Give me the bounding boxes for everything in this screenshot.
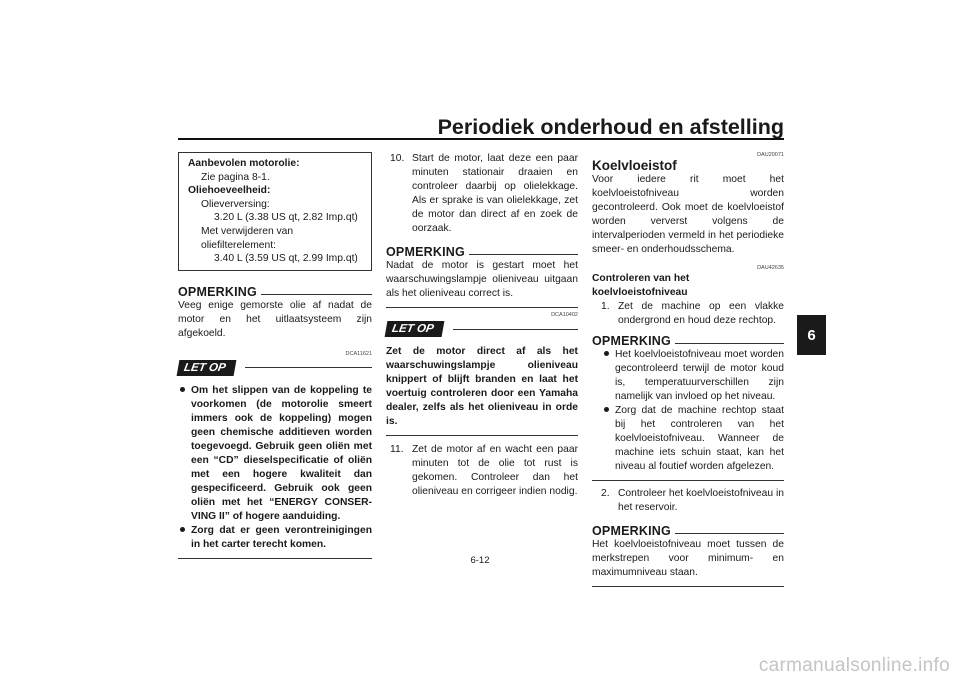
section-end-rule xyxy=(592,586,784,587)
spec-label-filter-line1: Met verwijderen van xyxy=(201,225,294,237)
section-heading-coolant: Koelvloeistof xyxy=(592,158,677,173)
oil-spec-box: Aanbevolen motorolie: Zie pagina 8-1. Ol… xyxy=(178,152,372,271)
spec-value-oil-change: 3.20 L (3.38 US qt, 2.82 Imp.qt) xyxy=(214,212,358,224)
caution-code: DCA11621 xyxy=(345,350,373,357)
section-code: DAU20071 xyxy=(757,152,784,158)
step-1: 1. Zet de machine op een vlakke ondergro… xyxy=(601,301,784,326)
step-2: 2. Controleer het koelvloeistofniveau in… xyxy=(601,488,784,513)
spec-label-recommended-oil: Aanbevolen motorolie: xyxy=(188,158,300,169)
divider xyxy=(674,343,784,344)
column-2: 10. Start de motor, laat deze een paar m… xyxy=(384,152,578,499)
note-heading: OPMERKING xyxy=(592,524,784,538)
note-heading: OPMERKING xyxy=(592,334,784,348)
spec-label-oil-quantity: Oliehoeveelheid: xyxy=(188,185,271,197)
chapter-tab: 6 xyxy=(797,315,826,355)
spec-label-oil-change: Olieverversing: xyxy=(201,198,270,210)
spec-label-filter-line2: oliefilterelement: xyxy=(201,239,276,251)
divider xyxy=(468,254,578,255)
bullet-icon xyxy=(178,524,191,552)
divider xyxy=(452,328,578,330)
note-text: Nadat de motor is gestart moet het waars… xyxy=(386,260,578,299)
caution-heading: LET OP xyxy=(384,321,578,337)
section-end-rule xyxy=(592,480,784,481)
bullet-icon xyxy=(602,348,615,404)
step-11: 11. Zet de motor af en wacht een paar mi… xyxy=(390,444,578,497)
note-heading: OPMERKING xyxy=(386,245,578,259)
page-title: Periodiek onderhoud en afstelling xyxy=(437,115,784,139)
section-end-rule xyxy=(178,557,372,559)
section-end-rule xyxy=(386,307,578,308)
spec-value-page-ref: Zie pagina 8-1. xyxy=(201,171,270,183)
coolant-intro: Voor iedere rit moet het koelvloeistofni… xyxy=(592,174,784,255)
caution-code: DCA10402 xyxy=(551,312,578,318)
spec-value-filter: 3.40 L (3.59 US qt, 2.99 Imp.qt) xyxy=(214,253,358,265)
note-heading: OPMERKING xyxy=(178,285,372,299)
watermark: carmanualsonline.info xyxy=(758,655,950,676)
note-label: OPMERKING xyxy=(592,334,671,348)
note-label: OPMERKING xyxy=(178,284,257,299)
note-label: OPMERKING xyxy=(386,245,465,259)
divider xyxy=(260,293,372,295)
divider xyxy=(244,367,372,369)
caution-text: Zet de motor direct af als het waarschuw… xyxy=(386,346,578,427)
note-label: OPMERKING xyxy=(592,524,671,538)
divider xyxy=(674,533,784,534)
note-bullet: Zorg dat de machine rechtop staat bij he… xyxy=(602,404,784,474)
page-number: 6-12 xyxy=(470,555,490,566)
subsection-heading: Controleren van het koelvloeistofniveau xyxy=(592,273,690,298)
bullet-icon xyxy=(602,404,615,474)
step-10: 10. Start de motor, laat deze een paar m… xyxy=(390,153,578,234)
column-3: DAU20071 Koelvloeistof Voor iedere rit m… xyxy=(592,152,784,587)
note-text: Veeg enige gemorste olie af nadat de mot… xyxy=(178,299,372,339)
header-rule xyxy=(178,138,784,140)
caution-bullet: Om het slippen van de koppeling te voork… xyxy=(178,384,372,524)
caution-bullet: Zorg dat er geen verontreinigingen in he… xyxy=(178,524,372,552)
column-1: Aanbevolen motorolie: Zie pagina 8-1. Ol… xyxy=(176,152,373,559)
note-bullet: Het koelvloeistofniveau moet worden geco… xyxy=(602,348,784,404)
subsection-code: DAU42635 xyxy=(757,265,784,271)
caution-badge: LET OP xyxy=(176,359,236,376)
caution-badge: LET OP xyxy=(384,321,444,337)
note-text: Het koelvloeistofniveau moet tussen de m… xyxy=(592,539,784,578)
bullet-icon xyxy=(178,384,191,524)
caution-heading: LET OP xyxy=(176,359,372,376)
section-end-rule xyxy=(386,435,578,436)
